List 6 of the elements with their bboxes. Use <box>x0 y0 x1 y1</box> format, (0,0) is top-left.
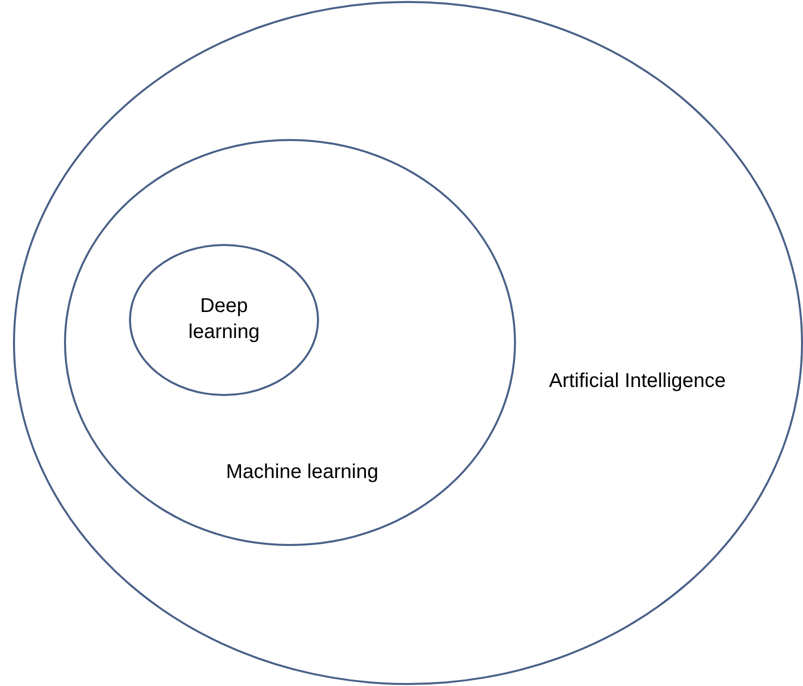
region-label: Artificial Intelligence <box>549 369 726 394</box>
ellipse-region <box>13 1 803 685</box>
region-label: Deep learning <box>187 294 261 345</box>
region-label: Machine learning <box>226 460 378 485</box>
ellipse-region <box>129 244 319 396</box>
ellipse-region <box>64 139 516 546</box>
